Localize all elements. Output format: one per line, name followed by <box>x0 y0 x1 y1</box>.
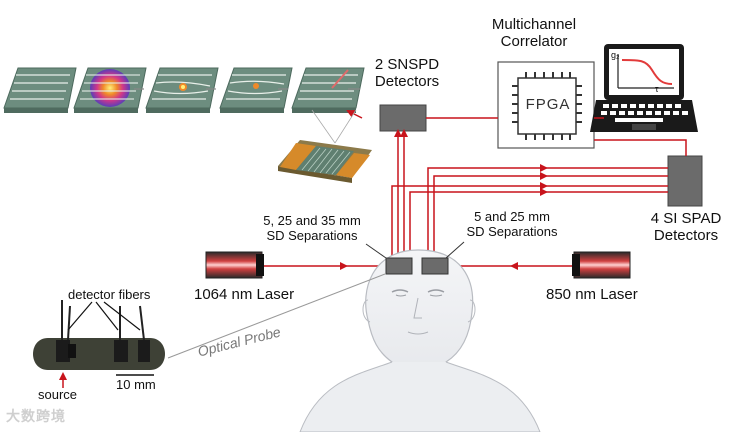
chip-2-hotspot <box>73 67 147 113</box>
spad-detector-box <box>667 155 703 207</box>
laser-850 <box>572 251 631 279</box>
fpga-correlator <box>497 61 595 149</box>
chip-5 <box>291 67 365 113</box>
head-illustration <box>299 249 541 432</box>
laser-1064-label: 1064 nm Laser <box>194 286 295 303</box>
laser-850-label: 850 nm Laser <box>546 286 638 303</box>
optical-probe-photo <box>33 300 165 370</box>
snspd-label: 2 SNSPD Detectors <box>374 56 440 91</box>
chip-3 <box>145 67 219 113</box>
watermark: 大数跨境 <box>6 408 66 424</box>
snspd-chip <box>278 140 372 183</box>
chip-1 <box>3 67 77 113</box>
correlator-label: Multichannel Correlator <box>491 16 577 51</box>
spad-label: 4 SI SPAD Detectors <box>650 210 722 245</box>
snspd-detector-box <box>379 104 427 132</box>
right-separation-label: 5 and 25 mm SD Separations <box>466 209 558 239</box>
left-probe-pad <box>385 257 413 275</box>
plot-x-axis-label: τ <box>655 84 659 94</box>
left-separation-label: 5, 25 and 35 mm SD Separations <box>263 213 361 243</box>
fiber-lines <box>262 117 687 267</box>
laser-1064 <box>205 251 264 279</box>
scale-bar-label: 10 mm <box>116 377 156 392</box>
plot-y-axis-label: g₂ <box>611 50 620 60</box>
right-probe-pad <box>421 257 449 275</box>
detector-fibers-label: detector fibers <box>68 287 151 302</box>
chip-4 <box>219 67 293 113</box>
fpga-label: FPGA <box>525 96 571 113</box>
laptop <box>590 44 698 132</box>
g2-curve <box>621 59 673 85</box>
source-label: source <box>38 387 78 402</box>
nanowire-chip-sequence <box>3 67 365 113</box>
